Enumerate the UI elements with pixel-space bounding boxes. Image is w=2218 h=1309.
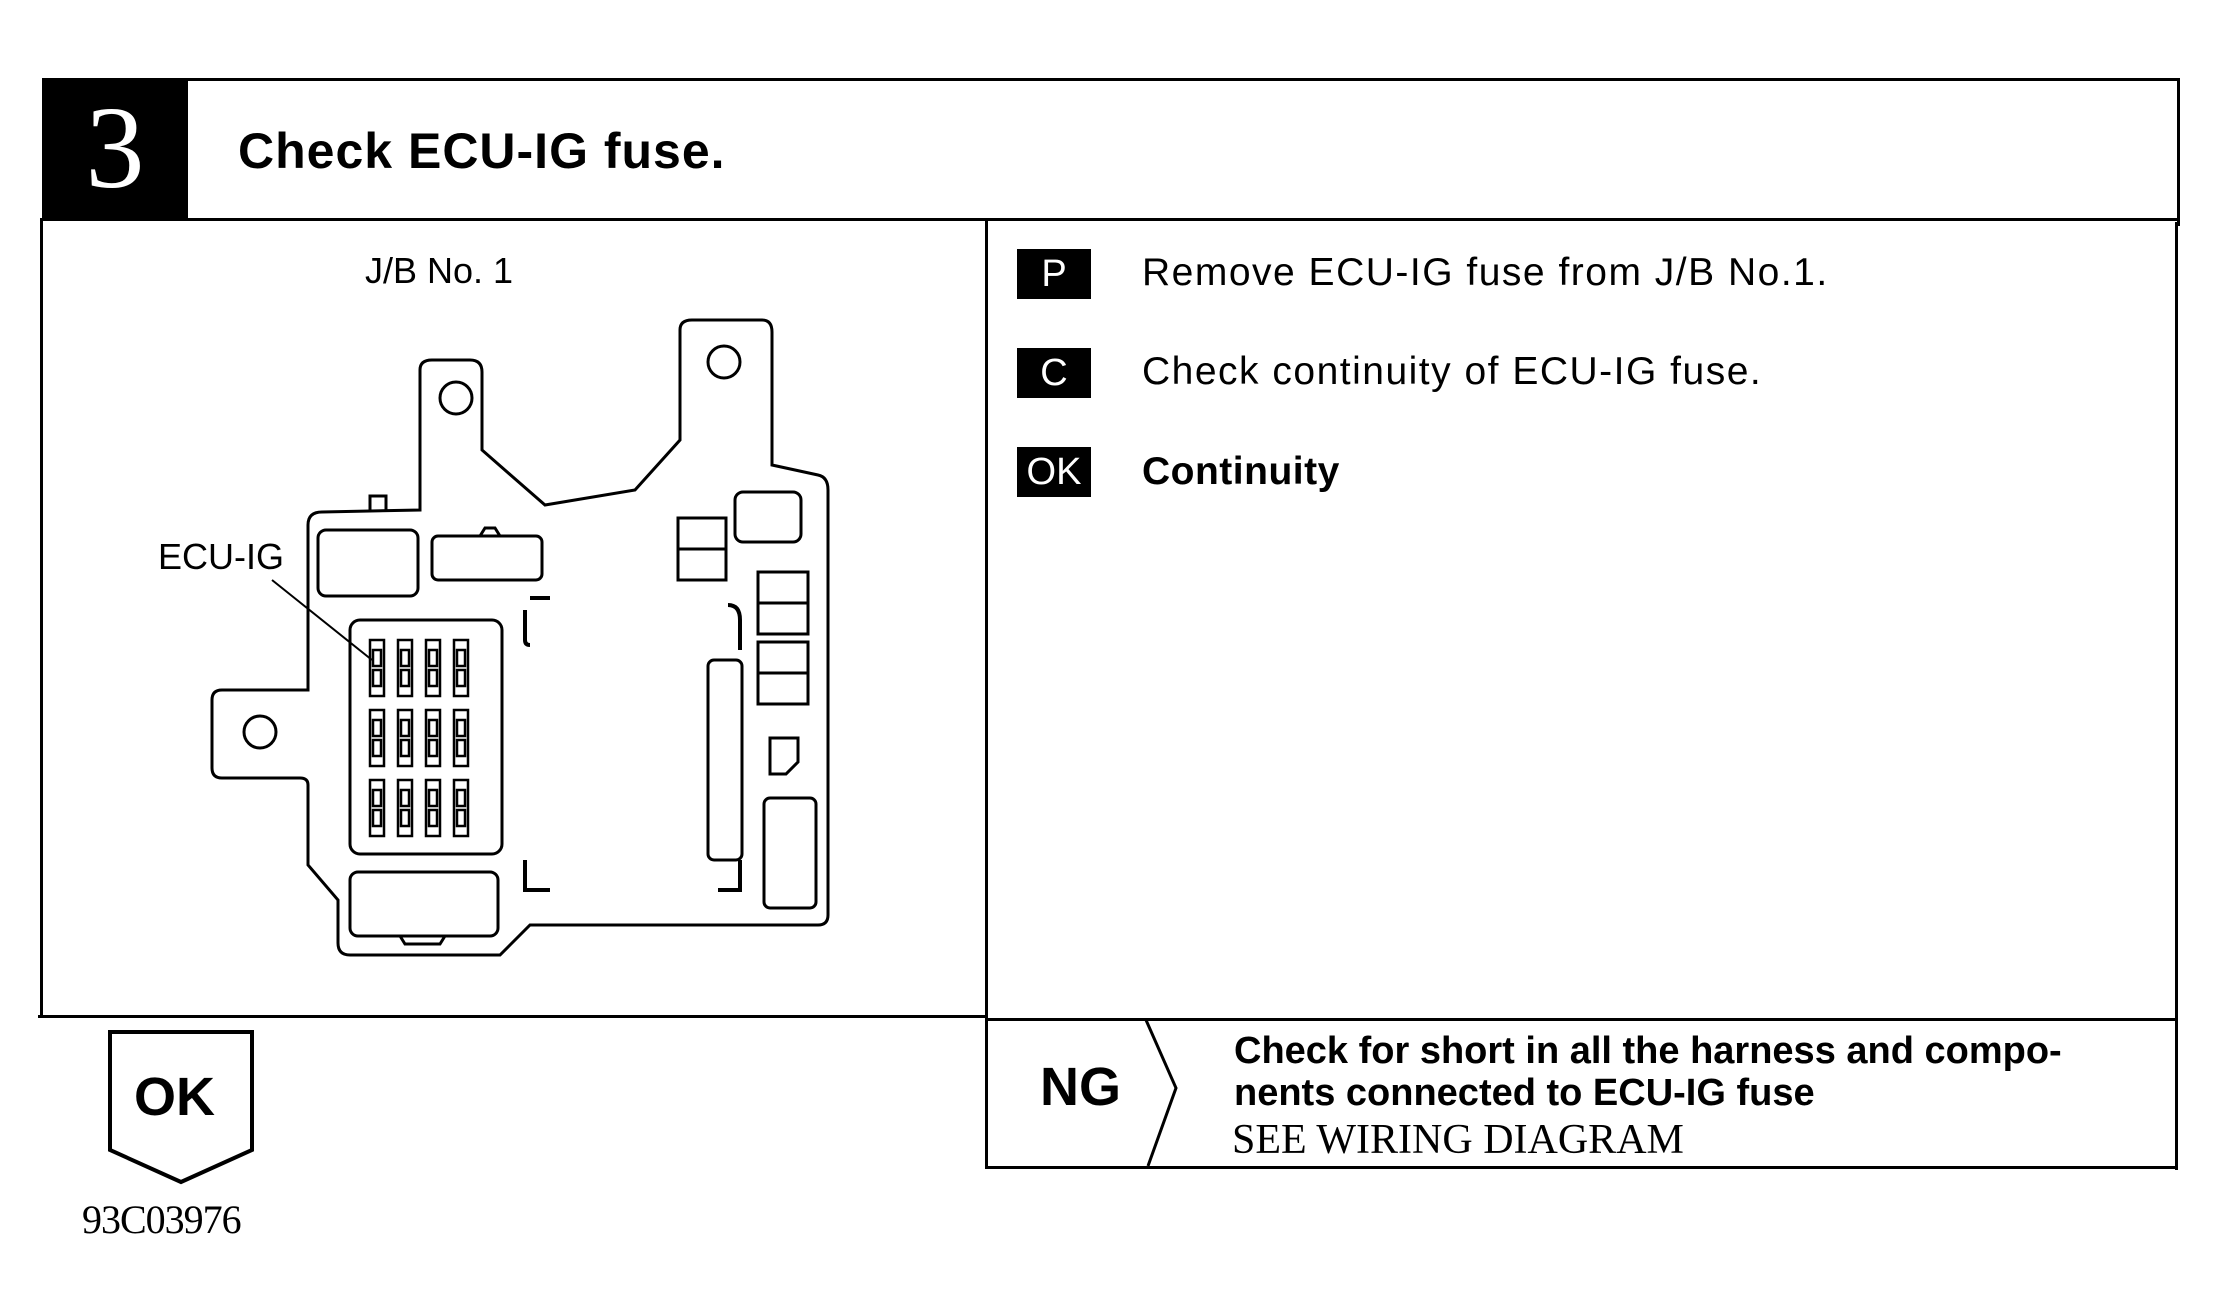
- ecu-ig-callout-label: ECU-IG: [158, 536, 284, 577]
- connector-notch: [478, 526, 502, 537]
- check-badge: C: [1017, 348, 1091, 398]
- panel-right-rule: [2175, 222, 2178, 1170]
- header-right-rule: [2177, 78, 2180, 226]
- ng-wiring-reference: SEE WIRING DIAGRAM: [1232, 1117, 1684, 1163]
- header-bottom-rule: [42, 218, 2180, 221]
- ng-bottom-rule: [985, 1166, 2177, 1169]
- connector-bottom: [348, 870, 500, 938]
- connector-tab: [368, 494, 388, 512]
- mounting-hole-icon: [242, 714, 278, 750]
- junction-block-diagram: [210, 318, 830, 957]
- panel-left-rule: [40, 218, 43, 1018]
- step-number: 3: [42, 78, 188, 218]
- junction-block-outline: [210, 318, 830, 957]
- mounting-hole-icon: [706, 344, 742, 380]
- hook-shape: [727, 603, 742, 650]
- procedure-text: Remove ECU-IG fuse from J/B No.1.: [1142, 251, 1829, 294]
- check-text: Check continuity of ECU-IG fuse.: [1142, 350, 1763, 393]
- small-bracket: [768, 736, 800, 776]
- fuse-block: [348, 618, 504, 856]
- procedure-badge: P: [1017, 249, 1091, 299]
- ng-top-rule: [985, 1018, 2177, 1021]
- long-slot: [706, 658, 744, 862]
- lower-right-block: [762, 796, 818, 910]
- hook-shape: [523, 610, 531, 647]
- ok-badge: OK: [1017, 447, 1091, 497]
- ng-action-line2: nents connected to ECU-IG fuse: [1234, 1072, 1815, 1114]
- connector-notch: [398, 935, 447, 946]
- hook-shape: [718, 860, 742, 892]
- ng-action-line1: Check for short in all the harness and c…: [1234, 1030, 2062, 1072]
- ng-label: NG: [1040, 1057, 1121, 1117]
- ok-result-text: Continuity: [1142, 450, 1340, 493]
- hook-shape: [523, 860, 550, 892]
- mounting-hole-icon: [438, 380, 474, 416]
- fuse-grid: [368, 638, 470, 838]
- step-title: Check ECU-IG fuse.: [238, 123, 726, 179]
- panel-bottom-rule: [38, 1015, 988, 1018]
- ok-arrow-label: OK: [134, 1067, 215, 1127]
- callout-leader-line: [271, 579, 373, 661]
- connector-top-left: [316, 528, 420, 598]
- ng-chevron: [1144, 1019, 1178, 1167]
- header-top-rule: [42, 78, 2180, 81]
- panel-divider: [985, 218, 988, 1168]
- connector-top-center: [430, 534, 544, 582]
- figure-code: 93C03976: [82, 1197, 242, 1242]
- ok-arrow-icon: [108, 1030, 254, 1185]
- connector-top-right: [733, 490, 803, 544]
- diagram-caption: J/B No. 1: [365, 250, 514, 291]
